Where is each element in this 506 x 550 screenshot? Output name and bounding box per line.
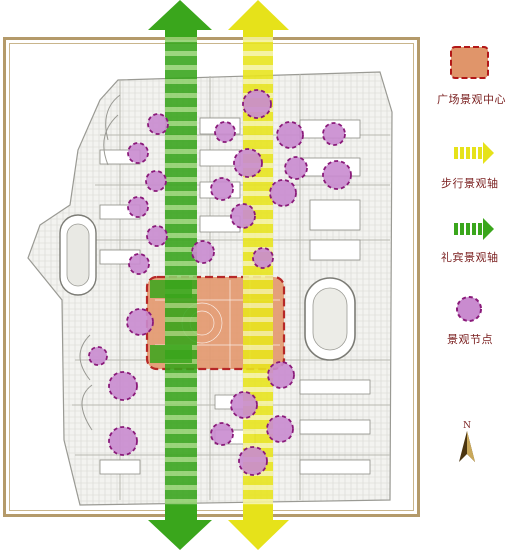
landscape-node: [284, 156, 308, 180]
landscape-node: [230, 203, 256, 229]
legend-ceremony-axis-label: 礼宾景观轴: [441, 251, 499, 264]
landscape-node: [322, 122, 346, 146]
legend-ceremony-axis-swatch: [454, 218, 494, 240]
landscape-node: [191, 240, 215, 264]
legend-node-swatch: [456, 296, 482, 322]
landscape-node: [128, 253, 150, 275]
landscape-node: [252, 247, 274, 269]
landscape-node: [276, 121, 304, 149]
landscape-node: [242, 89, 272, 119]
legend-plaza-swatch: [450, 46, 489, 79]
landscape-node: [214, 121, 236, 143]
landscape-node: [108, 426, 138, 456]
landscape-node: [266, 415, 294, 443]
landscape-node: [267, 361, 295, 389]
landscape-node: [127, 142, 149, 164]
inner-frame: [9, 43, 414, 511]
legend-walking-axis-label: 步行景观轴: [441, 177, 499, 190]
outer-frame: [3, 37, 420, 517]
landscape-node: [210, 177, 234, 201]
landscape-node: [88, 346, 108, 366]
landscape-node: [210, 422, 234, 446]
landscape-node: [146, 225, 168, 247]
landscape-node: [126, 308, 154, 336]
landscape-node: [322, 160, 352, 190]
landscape-node: [233, 148, 263, 178]
north-label: N: [463, 421, 471, 431]
legend-node-label: 景观节点: [447, 333, 493, 346]
landscape-node: [145, 170, 167, 192]
landscape-nodes: [88, 89, 352, 476]
legend-plaza-label: 广场景观中心: [437, 93, 506, 106]
landscape-node: [108, 371, 138, 401]
north-arrow-icon: N: [459, 421, 475, 462]
landscape-node: [230, 391, 258, 419]
landscape-node: [238, 446, 268, 476]
landscape-node: [269, 179, 297, 207]
landscape-node: [127, 196, 149, 218]
landscape-node: [147, 113, 169, 135]
legend-walking-axis-swatch: [454, 142, 494, 164]
ceremony-axis: [148, 0, 212, 550]
